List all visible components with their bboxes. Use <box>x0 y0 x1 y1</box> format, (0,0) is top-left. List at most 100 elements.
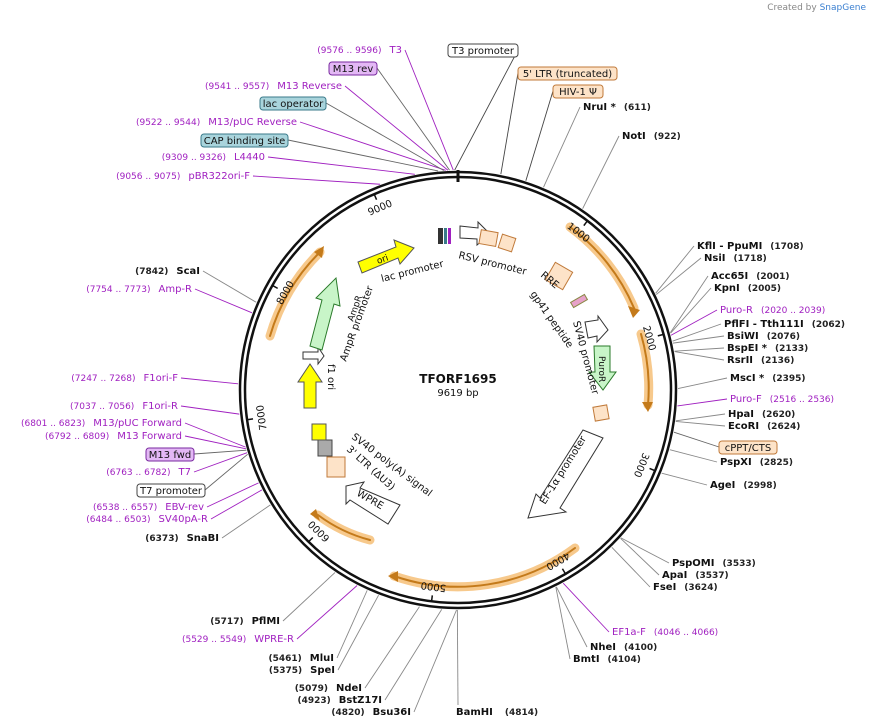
primer-l4440[interactable]: (9309 .. 9326)L4440 <box>162 152 265 163</box>
ltr-box[interactable] <box>517 66 618 81</box>
enzyme-nrui[interactable]: NruI *(611) <box>583 102 651 113</box>
enzyme-acc65i[interactable]: Acc65I(2001) <box>711 271 790 282</box>
leader-bstz17i <box>384 609 443 701</box>
primer-ebv-rev[interactable]: (6538 .. 6557)EBV-rev <box>93 502 204 513</box>
feature-ori: ori <box>376 253 390 266</box>
leader-bmti <box>555 586 571 660</box>
orf-bands <box>265 222 654 592</box>
enzyme-spei[interactable]: (5375)SpeI <box>269 665 335 676</box>
leader-ndei <box>364 606 420 689</box>
leader-rsrii <box>674 351 725 361</box>
enzyme-pflfi[interactable]: PflFI - Tth111I(2062) <box>724 319 845 330</box>
enzyme-pflmi[interactable]: (5717)PflMI <box>210 616 280 627</box>
primer-ef1a-f[interactable]: EF1a-F(4046 .. 4066) <box>612 627 718 638</box>
primer-t7[interactable]: (6763 .. 6782)T7 <box>106 467 191 478</box>
primer-m13-forward[interactable]: (6792 .. 6809)M13 Forward <box>45 431 182 442</box>
cppt-box[interactable] <box>718 440 778 455</box>
enzyme-mlui[interactable]: (5461)MluI <box>269 653 335 664</box>
leader-ltr-box <box>500 72 519 175</box>
enzyme-fsei[interactable]: FseI(3624) <box>653 582 718 593</box>
enzyme-scai[interactable]: (7842)ScaI <box>135 266 200 277</box>
yellow-small-feature <box>311 423 327 441</box>
enzyme-nhei[interactable]: NheI(4100) <box>590 642 657 653</box>
primer-f1ori-r[interactable]: (7037 .. 7056)F1ori-R <box>70 401 178 412</box>
t3-promoter-box[interactable] <box>447 43 519 58</box>
primer-sv40pa-r[interactable]: (6484 .. 6503)SV40pA-R <box>86 514 208 525</box>
credit-prefix: Created by <box>767 3 817 13</box>
tick-label-1000: 1000 <box>565 221 592 245</box>
lac-operator-box[interactable] <box>259 96 327 111</box>
tick-mark-2000 <box>657 333 664 337</box>
primer-m13-puc-forward[interactable]: (6801 .. 6823)M13/pUC Forward <box>21 418 182 429</box>
cppt-box-label: cPPT/CTS <box>725 443 771 454</box>
leader-bamhi <box>456 609 459 706</box>
enzyme-agei[interactable]: AgeI(2998) <box>710 480 777 491</box>
leader-primer-puro-f <box>677 398 728 407</box>
primer-amp-r[interactable]: (7754 .. 7773)Amp-R <box>86 284 192 295</box>
enzyme-pspomi[interactable]: PspOMI(3533) <box>672 558 756 569</box>
enzyme-snabi[interactable]: (6373)SnaBI <box>145 533 219 544</box>
leader-lac-operator-box <box>325 102 445 171</box>
primer-m13-reverse[interactable]: (9541 .. 9557)M13 Reverse <box>205 81 342 92</box>
leader-pspomi <box>620 537 670 564</box>
rre-feature <box>544 261 574 291</box>
leader-nrui <box>543 106 581 188</box>
m13-fwd-box-label: M13 fwd <box>149 450 191 461</box>
enzyme-bsiwi[interactable]: BsiWI(2076) <box>727 331 800 342</box>
enzyme-ecori[interactable]: EcoRI(2624) <box>728 421 800 432</box>
feature-puror: PuroR <box>596 356 606 382</box>
primer-t3[interactable]: (9576 .. 9596)T3 <box>317 45 402 56</box>
leader-primer-wpre-r <box>296 585 358 640</box>
enzyme-bamhi[interactable]: BamHI(4814) <box>456 707 538 718</box>
leader-pflfi <box>672 323 722 342</box>
leader-kfli <box>655 245 695 294</box>
enzyme-msci[interactable]: MscI *(2395) <box>730 373 806 384</box>
enzyme-noti[interactable]: NotI(922) <box>622 131 681 142</box>
ampr-band <box>265 247 325 341</box>
enzyme-bstz17i[interactable]: (4923)BstZ17I <box>297 695 382 706</box>
enzyme-kpni[interactable]: KpnI(2005) <box>714 283 781 294</box>
enzyme-kfli[interactable]: KflI - PpuMI(1708) <box>697 241 804 252</box>
primer-pbr322ori-f[interactable]: (9056 .. 9075)pBR322ori-F <box>116 171 250 182</box>
leader-primer-m13-reverse <box>344 85 449 171</box>
leader-m13-rev-box <box>376 67 450 171</box>
leader-primer-amp-r <box>194 288 253 314</box>
feature-f1-ori: f1 ori <box>325 364 336 390</box>
leader-nsii <box>655 257 702 295</box>
leader-t7-promoter-box <box>204 453 248 491</box>
enzyme-rsrii[interactable]: RsrII(2136) <box>727 355 794 366</box>
enzyme-bmti[interactable]: BmtI(4104) <box>573 654 641 665</box>
enzyme-bspei[interactable]: BspEI *(2133) <box>727 343 808 354</box>
enzyme-bsu36i[interactable]: (4820)Bsu36I <box>331 707 411 718</box>
enzyme-ndei[interactable]: (5079)NdeI <box>295 683 362 694</box>
tick-label-4000: 4000 <box>544 549 572 571</box>
primer-wpre-r[interactable]: (5529 .. 5549)WPRE-R <box>182 634 294 645</box>
leader-acc65i <box>670 275 709 333</box>
m13-rev-box[interactable] <box>328 61 378 76</box>
leader-primer-ebv-rev <box>206 482 259 508</box>
primer-puro-f[interactable]: Puro-F(2516 .. 2536) <box>730 394 834 405</box>
leader-primer-sv40pa-r <box>210 489 263 520</box>
hiv-box[interactable] <box>552 84 604 99</box>
three-ltr-feature <box>326 456 346 478</box>
enzyme-hpai[interactable]: HpaI(2620) <box>728 409 795 420</box>
t7-promoter-box[interactable] <box>136 483 206 498</box>
ampr-band-head <box>314 246 324 258</box>
enzyme-apai[interactable]: ApaI(3537) <box>662 570 729 581</box>
primer-m13-puc-reverse[interactable]: (9522 .. 9544)M13/pUC Reverse <box>136 117 297 128</box>
primer-f1ori-f[interactable]: (7247 .. 7268)F1ori-F <box>71 373 178 384</box>
leader-agei <box>661 472 708 486</box>
enzyme-pspxi[interactable]: PspXI(2825) <box>720 457 793 468</box>
sv40-promoter-arrow <box>584 314 609 344</box>
leader-bsu36i <box>413 609 457 713</box>
enzyme-nsii[interactable]: NsiI(1718) <box>704 253 767 264</box>
m13-fwd-box[interactable] <box>145 447 195 462</box>
enzyme-primer-labels: NruI *(611) NotI(922) KflI - PpuMI(1708)Ns… <box>21 45 845 718</box>
ltr-feature <box>478 229 499 248</box>
primer-puro-r[interactable]: Puro-R(2020 .. 2039) <box>720 305 825 316</box>
leader-primer-t3 <box>404 49 454 171</box>
cap-box[interactable] <box>200 133 289 148</box>
puror-band-head <box>628 306 640 318</box>
